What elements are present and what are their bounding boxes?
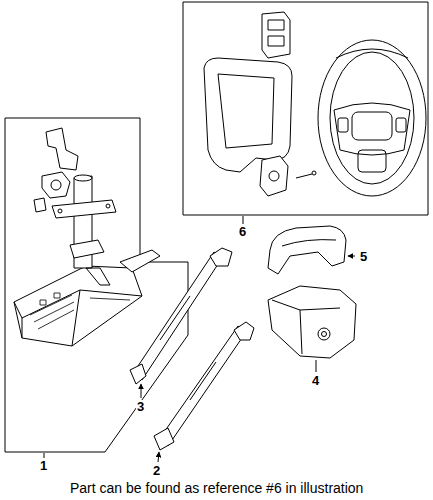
group-frame bbox=[183, 2, 428, 215]
wheel-bezel bbox=[204, 58, 292, 172]
callout-number: 6 bbox=[238, 225, 247, 238]
upper-shroud bbox=[268, 226, 346, 274]
switch bbox=[260, 12, 316, 196]
leader-line bbox=[44, 216, 355, 462]
group-frame bbox=[5, 118, 188, 452]
steering-column bbox=[14, 128, 160, 346]
steering-wheel bbox=[318, 40, 426, 196]
lower-shroud bbox=[268, 286, 356, 358]
callout-number: 2 bbox=[152, 464, 161, 477]
callout-number: 1 bbox=[39, 459, 48, 472]
callout-number: 4 bbox=[311, 374, 320, 387]
callout-number: 3 bbox=[136, 400, 145, 413]
callout-number: 5 bbox=[359, 250, 368, 263]
lower-shaft bbox=[154, 322, 254, 450]
caption: Part can be found as reference #6 in ill… bbox=[70, 480, 363, 497]
